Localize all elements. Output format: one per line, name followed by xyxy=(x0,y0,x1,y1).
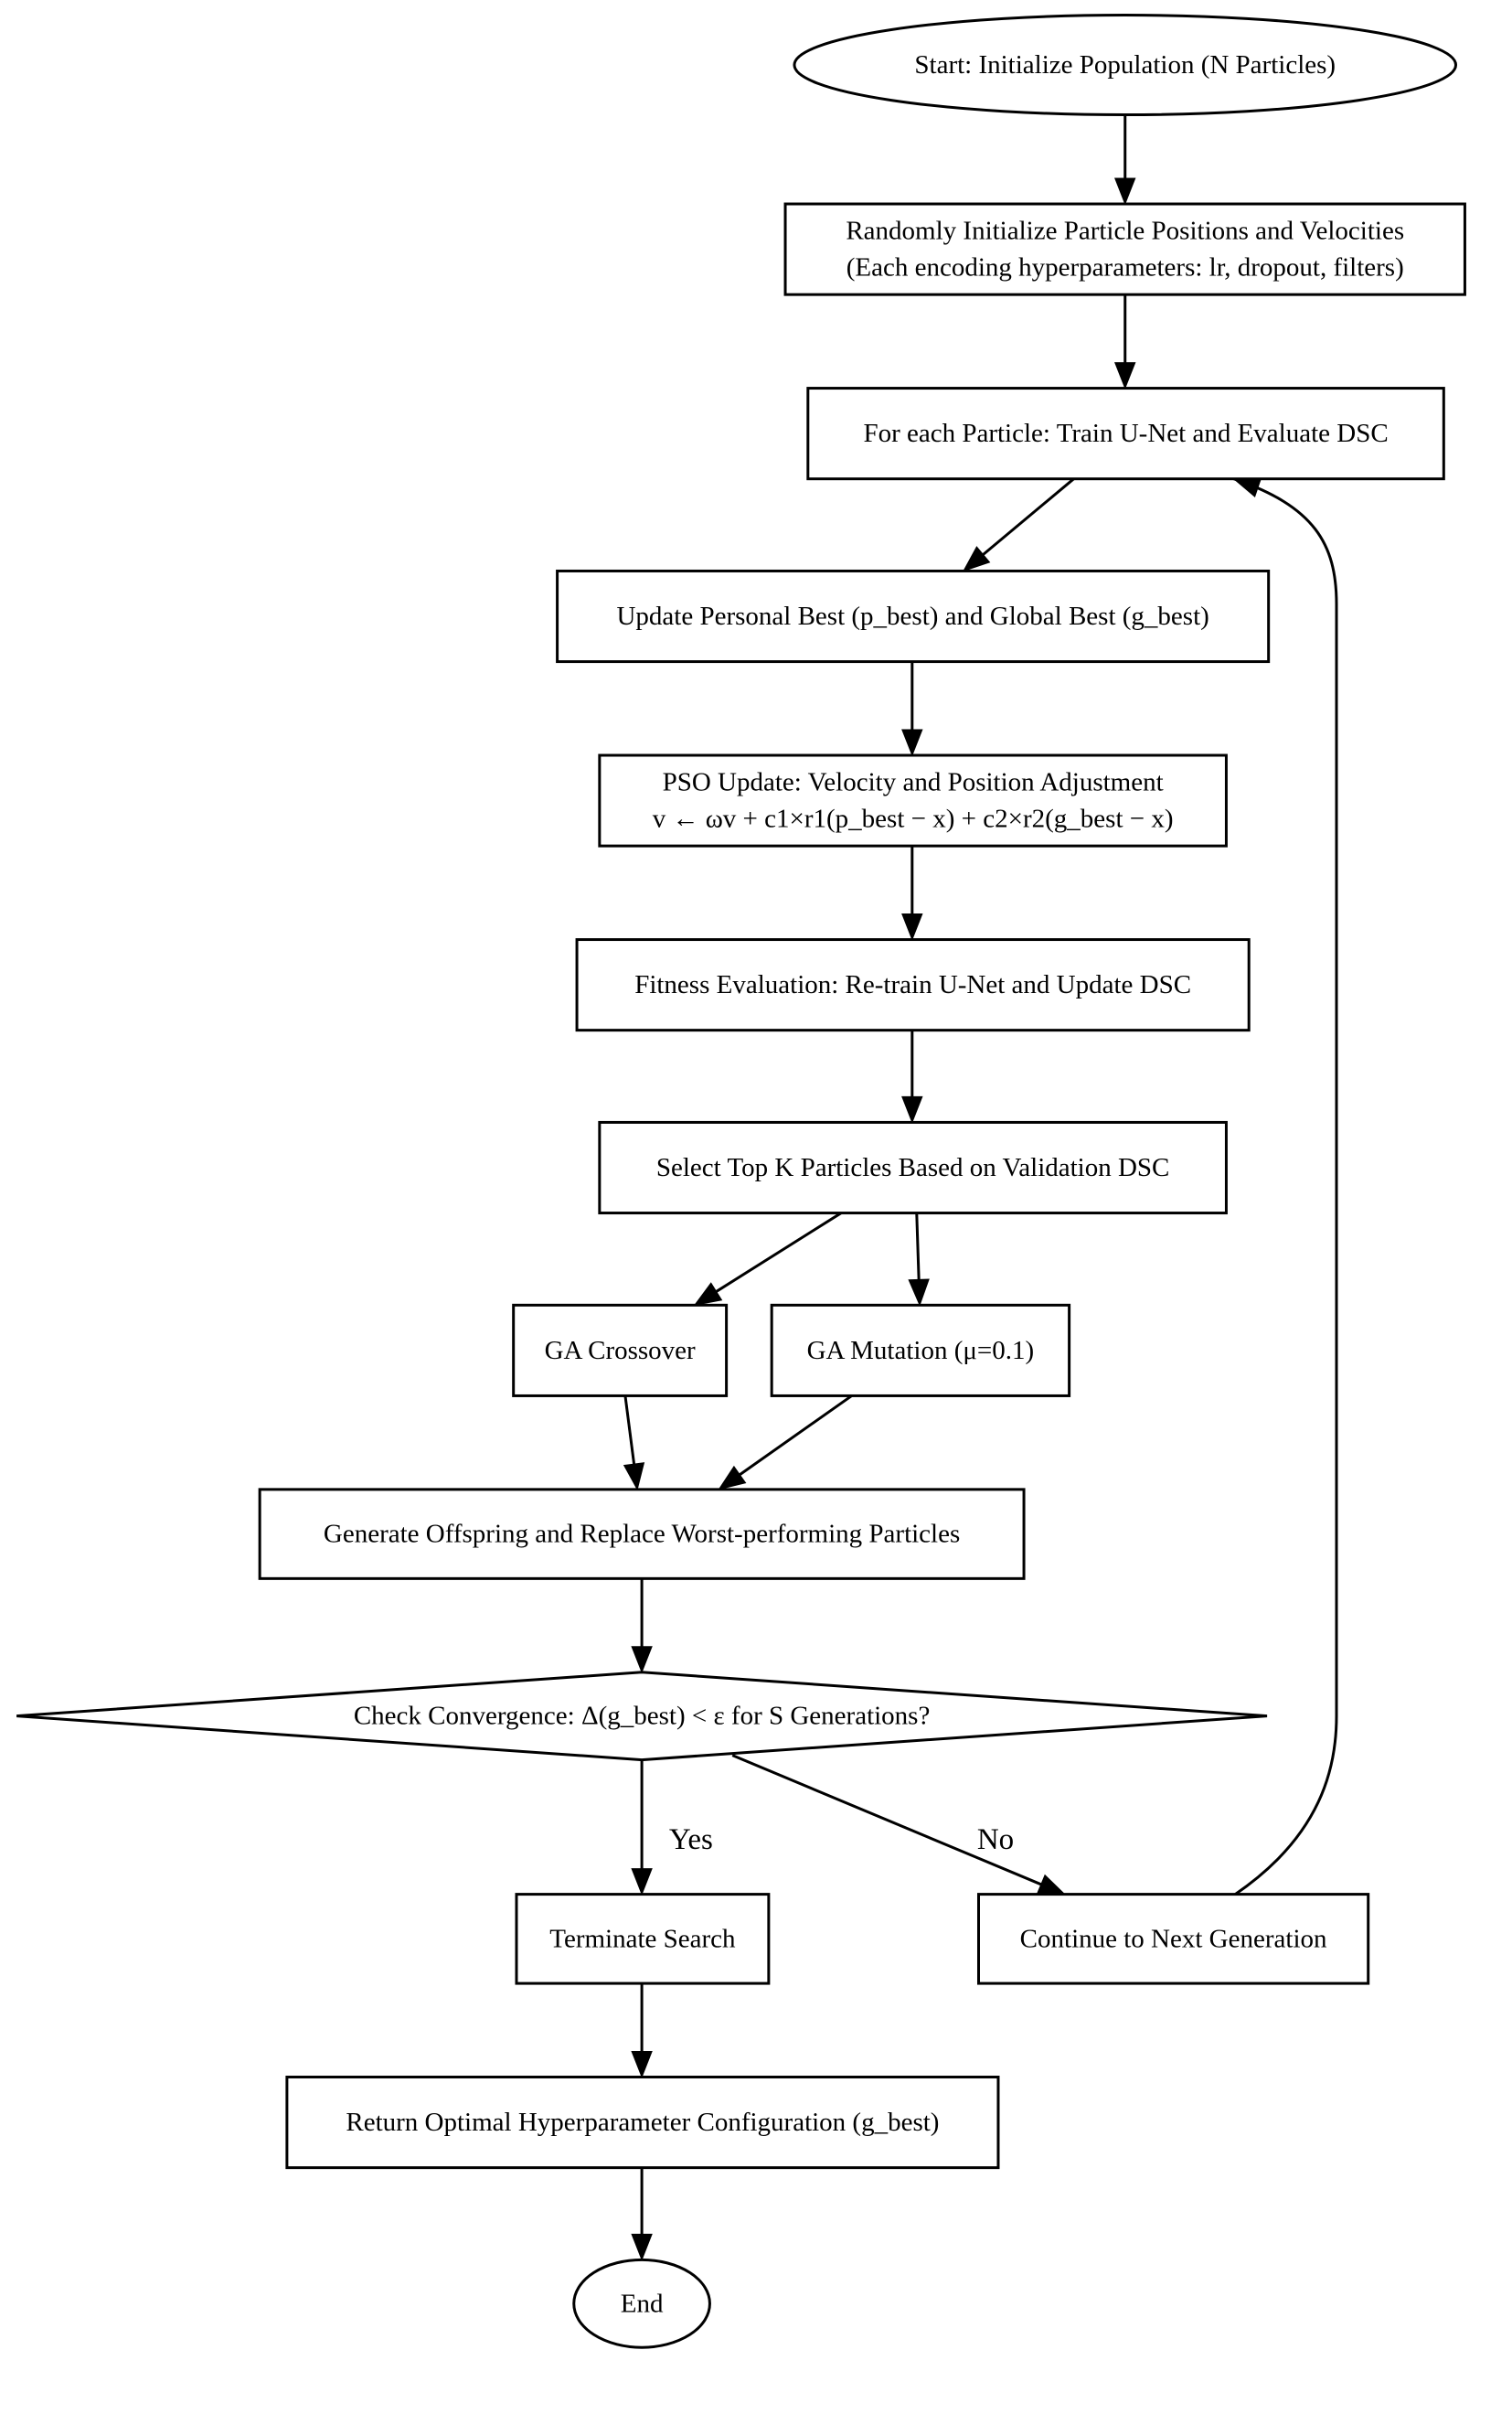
process-box xyxy=(598,753,1228,848)
process-box xyxy=(575,938,1251,1032)
node-pso: PSO Update: Velocity and Position Adjust… xyxy=(598,753,1228,848)
arrowhead-icon xyxy=(718,1465,747,1490)
terminal-ellipse xyxy=(572,2258,711,2349)
arrowhead-icon xyxy=(901,729,923,757)
edge-init-train xyxy=(1114,294,1136,390)
process-box xyxy=(598,1120,1228,1215)
arrowhead-icon xyxy=(631,1868,653,1896)
arrowhead-icon xyxy=(1036,1874,1066,1896)
edge-offspring-converge xyxy=(631,1578,653,1674)
node-label: For each Particle: Train U-Net and Evalu… xyxy=(863,419,1388,448)
edge-return-end xyxy=(631,2167,653,2261)
edge-converge-continue xyxy=(731,1754,1066,1896)
edge-line xyxy=(1233,477,1338,1896)
decision-diamond xyxy=(16,1671,1268,1762)
node-terminate: Terminate Search xyxy=(515,1893,771,1985)
process-box xyxy=(285,2076,1000,2170)
node-mutation: GA Mutation (μ=0.1) xyxy=(770,1303,1071,1397)
process-box xyxy=(770,1303,1071,1397)
arrowhead-icon xyxy=(901,913,923,941)
arrowhead-icon xyxy=(1232,476,1262,497)
arrowhead-icon xyxy=(1114,177,1136,206)
edge-select-mutation xyxy=(908,1212,930,1307)
arrowhead-icon xyxy=(631,2233,653,2261)
process-box xyxy=(515,1893,771,1985)
node-label: Generate Offspring and Replace Worst-per… xyxy=(324,1520,960,1549)
node-label: Continue to Next Generation xyxy=(1020,1924,1327,1953)
edge-line xyxy=(982,477,1075,556)
process-box xyxy=(258,1488,1026,1580)
arrowhead-icon xyxy=(901,1095,923,1124)
node-converge: Check Convergence: Δ(g_best) < ε for S G… xyxy=(16,1671,1268,1762)
edge-terminate-return xyxy=(631,1983,653,2078)
node-label: Select Top K Particles Based on Validati… xyxy=(656,1153,1170,1182)
edge-update-pso xyxy=(901,661,923,757)
edge-fitness-select xyxy=(901,1030,923,1124)
edge-mutation-offspring xyxy=(718,1394,853,1490)
node-fitness: Fitness Evaluation: Re-train U-Net and U… xyxy=(575,938,1251,1032)
process-box xyxy=(556,569,1271,664)
process-box xyxy=(783,202,1466,296)
edge-crossover-offspring xyxy=(623,1395,645,1491)
process-box xyxy=(512,1303,729,1397)
nodes: Start: Initialize Population (N Particle… xyxy=(16,14,1466,2349)
edge-line xyxy=(715,1212,842,1293)
node-label: GA Mutation (μ=0.1) xyxy=(807,1336,1035,1365)
edge-labels: Yes No xyxy=(669,1823,1014,1856)
node-update-best: Update Personal Best (p_best) and Global… xyxy=(556,569,1271,664)
node-label: GA Crossover xyxy=(545,1336,696,1365)
edge-train-update xyxy=(962,477,1075,572)
edge-line xyxy=(623,1395,636,1465)
arrowhead-icon xyxy=(908,1278,930,1307)
edge-continue-train xyxy=(1232,476,1338,1896)
node-label: Update Personal Best (p_best) and Global… xyxy=(616,602,1209,631)
edge-pso-fitness xyxy=(901,846,923,941)
node-label: (Each encoding hyperparameters: lr, drop… xyxy=(847,253,1404,283)
arrowhead-icon xyxy=(1114,362,1136,390)
node-label: Randomly Initialize Particle Positions a… xyxy=(846,217,1404,246)
arrowhead-icon xyxy=(962,546,991,572)
edge-start-init xyxy=(1114,114,1136,206)
terminal-ellipse xyxy=(793,14,1458,117)
node-end: End xyxy=(572,2258,711,2349)
edges xyxy=(623,114,1338,2261)
node-init: Randomly Initialize Particle Positions a… xyxy=(783,202,1466,296)
node-crossover: GA Crossover xyxy=(512,1303,729,1397)
node-select: Select Top K Particles Based on Validati… xyxy=(598,1120,1228,1215)
node-label: Fitness Evaluation: Re-train U-Net and U… xyxy=(634,970,1191,999)
node-label: Start: Initialize Population (N Particle… xyxy=(914,50,1336,80)
node-continue: Continue to Next Generation xyxy=(976,1893,1370,1985)
node-label: Terminate Search xyxy=(549,1924,736,1953)
process-box xyxy=(976,1893,1370,1985)
edge-label-no: No xyxy=(977,1823,1014,1856)
node-offspring: Generate Offspring and Replace Worst-per… xyxy=(258,1488,1026,1580)
node-label: Check Convergence: Δ(g_best) < ε for S G… xyxy=(354,1702,931,1731)
arrowhead-icon xyxy=(693,1282,723,1307)
edge-select-crossover xyxy=(693,1212,842,1307)
node-return: Return Optimal Hyperparameter Configurat… xyxy=(285,2076,1000,2170)
node-start: Start: Initialize Population (N Particle… xyxy=(793,14,1458,117)
edge-converge-terminate xyxy=(631,1759,653,1896)
node-label: Return Optimal Hyperparameter Configurat… xyxy=(346,2108,939,2137)
arrowhead-icon xyxy=(631,1646,653,1674)
edge-label-yes: Yes xyxy=(669,1823,713,1856)
arrowhead-icon xyxy=(631,2051,653,2078)
node-train: For each Particle: Train U-Net and Evalu… xyxy=(806,387,1445,481)
edge-line xyxy=(731,1754,1042,1886)
edge-line xyxy=(739,1394,853,1476)
edge-line xyxy=(915,1212,921,1280)
process-box xyxy=(806,387,1445,481)
arrowhead-icon xyxy=(623,1462,645,1491)
node-label: v ← ωv + c1×r1(p_best − x) + c2×r2(g_bes… xyxy=(653,805,1174,834)
node-label: End xyxy=(621,2289,664,2318)
node-label: PSO Update: Velocity and Position Adjust… xyxy=(663,768,1164,797)
